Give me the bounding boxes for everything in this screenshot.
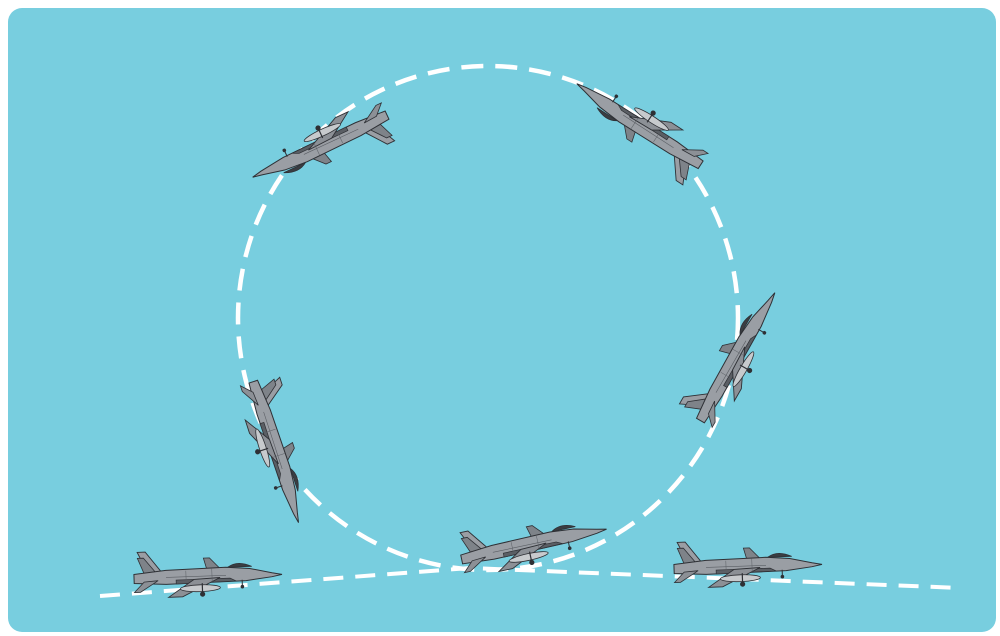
loop-maneuver-diagram — [8, 8, 996, 632]
sky-background — [8, 8, 996, 632]
diagram-canvas — [8, 8, 996, 632]
loop-flight-path — [235, 63, 741, 573]
